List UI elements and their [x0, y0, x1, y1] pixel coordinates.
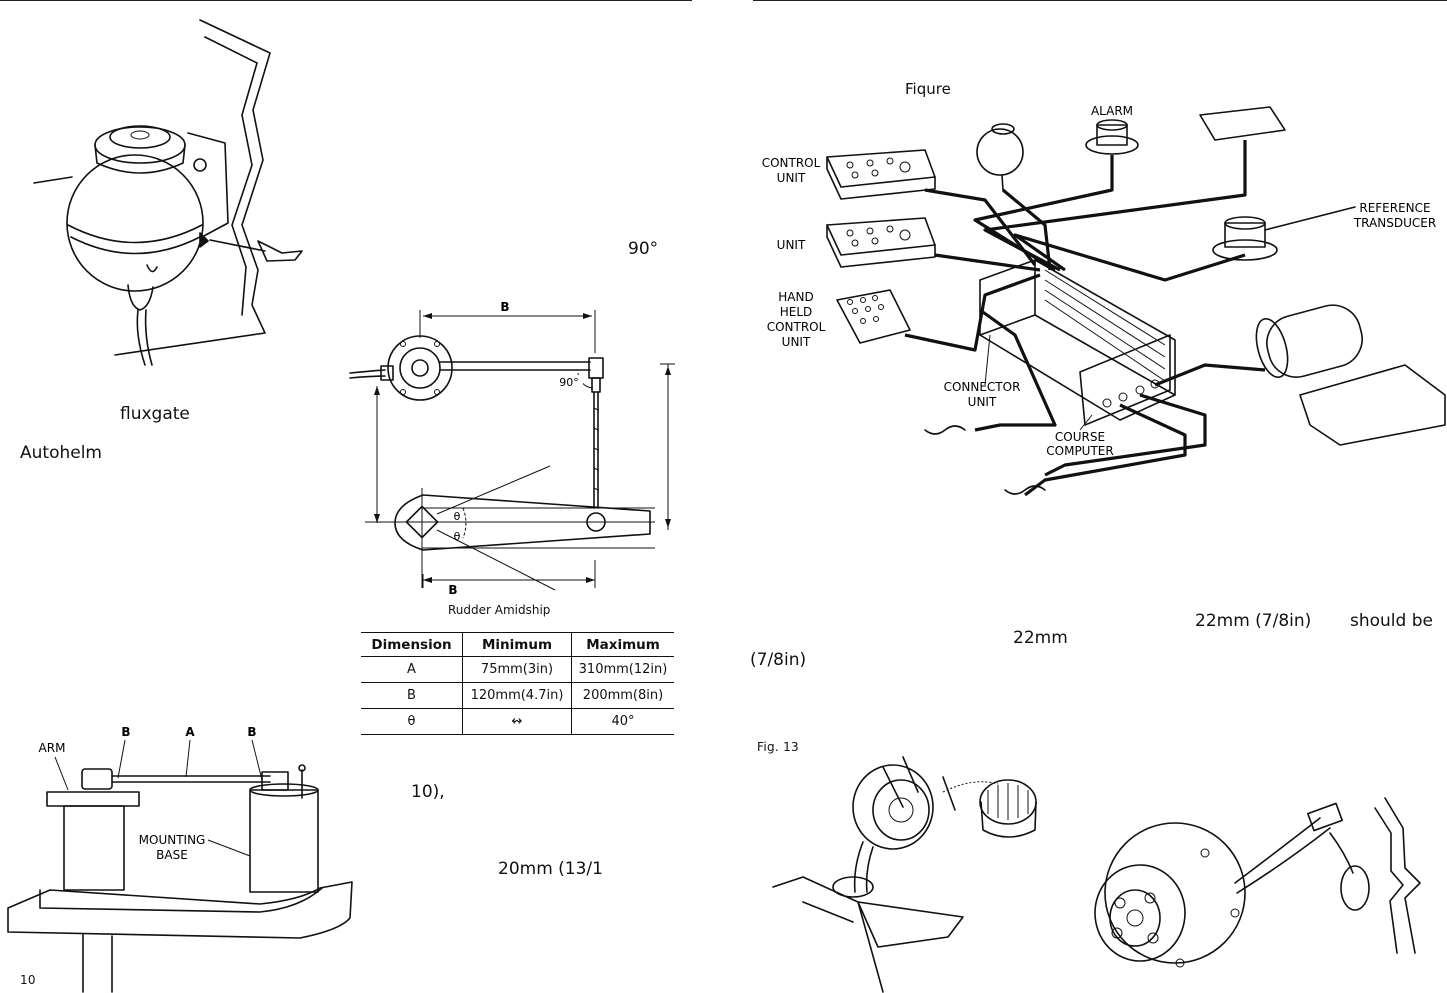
twenty-mm-text: 20mm (13/1 [498, 859, 603, 879]
fig13-label: Fig. 13 [757, 740, 799, 754]
b-left-label: B [121, 725, 130, 739]
fluxgate-compass-illustration [33, 19, 303, 366]
top-rule [753, 0, 1447, 1]
control-unit-label-1: CONTROL [762, 156, 821, 170]
course-computer-label-1: COURSE [1055, 430, 1105, 444]
twentytwo-mm-text-2: 22mm [1013, 628, 1068, 648]
connector-unit-label-2: UNIT [968, 395, 997, 409]
connector-unit-label-1: CONNECTOR [944, 380, 1021, 394]
linkage-theta-2: θ [454, 530, 461, 543]
table-header-row: Dimension Minimum Maximum [361, 632, 674, 657]
table-cell: B [361, 682, 463, 709]
mounting-base-label-1: MOUNTING [139, 833, 206, 847]
table-cell: 120mm(4.7in) [462, 682, 572, 709]
system-wiring-diagram: ALARM CONTROL UNIT UNIT HAND HELD CONTRO… [762, 104, 1446, 497]
seven-eighths-text: (7/8in) [750, 650, 807, 670]
table-cell: 40° [571, 708, 674, 735]
hand-held-label-1: HAND [778, 290, 813, 304]
control-unit-label-2: UNIT [777, 171, 806, 185]
mounting-base-illustration: ARM B A B MOUNTING BASE [7, 725, 353, 993]
table-header-cell: Minimum [462, 632, 572, 657]
twentytwo-mm-text: 22mm (7/8in) [1195, 611, 1312, 631]
hand-held-label-4: UNIT [782, 335, 811, 349]
table-row: A 75mm(3in) 310mm(12in) [361, 656, 674, 683]
linkage-theta-1: θ [454, 510, 461, 523]
autohelm-text: Autohelm [20, 443, 102, 463]
unit-label: UNIT [777, 238, 806, 252]
table-cell: 200mm(8in) [571, 682, 674, 709]
tiller-linkage-diagram: B 90° θ [349, 300, 675, 597]
table-cell: 75mm(3in) [462, 656, 572, 683]
course-computer-label-2: COMPUTER [1046, 444, 1113, 458]
fluxgate-text: fluxgate [120, 404, 190, 424]
fig-10-text: 10), [411, 782, 445, 802]
hand-held-label-3: CONTROL [767, 320, 826, 334]
reference-transducer-label-1: REFERENCE [1359, 201, 1430, 215]
a-label: A [185, 725, 195, 739]
arm-label: ARM [39, 741, 66, 755]
table-header-cell: Maximum [571, 632, 674, 657]
connector-socket-illustration [772, 756, 1037, 993]
top-rule [0, 0, 692, 1]
table-cell: A [361, 656, 463, 683]
page-number: 10 [20, 973, 36, 987]
should-be-text: should be [1350, 611, 1433, 631]
socket-rear-illustration [1094, 797, 1421, 968]
right-page: Fiqure ALARM CONTROL UNIT UNIT HAND HELD… [745, 0, 1447, 993]
linkage-b-top-label: B [500, 300, 509, 314]
mounting-base-label-2: BASE [156, 848, 188, 862]
table-row: θ ↭ 40° [361, 708, 674, 735]
b-right-label: B [247, 725, 256, 739]
alarm-label: ALARM [1091, 104, 1133, 118]
rudder-amidship-caption: Rudder Amidship [448, 603, 551, 617]
figure-label: Fiqure [905, 80, 951, 98]
left-page: fluxgate Autohelm 90° B 90° [0, 0, 700, 993]
linkage-90-label: 90° [559, 376, 579, 389]
table-cell: ↭ [462, 708, 572, 735]
table-row: B 120mm(4.7in) 200mm(8in) [361, 682, 674, 709]
reference-transducer-label-2: TRANSDUCER [1353, 216, 1436, 230]
dimension-table: Dimension Minimum Maximum A 75mm(3in) 31… [361, 632, 674, 735]
linkage-b-bottom-label: B [448, 583, 457, 597]
table-header-cell: Dimension [361, 632, 463, 657]
table-cell: 310mm(12in) [571, 656, 674, 683]
angle-90-text: 90° [628, 239, 659, 259]
table-cell: θ [361, 708, 463, 735]
hand-held-label-2: HELD [780, 305, 813, 319]
